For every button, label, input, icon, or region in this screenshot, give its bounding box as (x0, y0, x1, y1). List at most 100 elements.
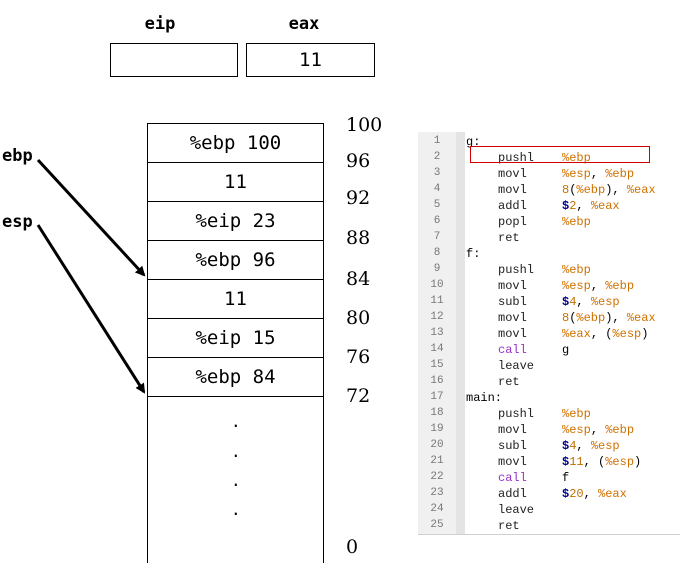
line-number: 23 (430, 487, 444, 499)
address-label: 84 (346, 268, 371, 290)
code-instruction: leave (498, 503, 535, 517)
address-label: 76 (346, 346, 371, 368)
line-number: 20 (430, 439, 444, 451)
code-operands: %ebp (562, 263, 591, 277)
code-operands: $11, (%esp) (562, 455, 642, 469)
code-operands: %esp, %ebp (562, 167, 635, 181)
stack-cell: %ebp 100 (148, 124, 323, 163)
code-operands: %ebp (562, 407, 591, 421)
stack-cell: %ebp 96 (148, 241, 323, 280)
code-instruction: movl (498, 183, 527, 197)
ebp-arrow (36, 158, 146, 277)
code-line: main: (466, 391, 502, 405)
address-label: 96 (346, 150, 371, 172)
code-operands: %ebp (562, 151, 591, 165)
stack-frame: %ebp 100 11 %eip 23 %ebp 96 11 %eip 15 %… (147, 123, 324, 563)
code-instruction: movl (498, 327, 527, 341)
address-label: 80 (346, 307, 371, 329)
line-number: 19 (430, 423, 444, 435)
ellipsis-dot: . (231, 500, 241, 519)
eax-register-box: 11 (246, 43, 375, 77)
line-number: 11 (430, 295, 444, 307)
code-line: addl $20, %eax (498, 487, 627, 501)
code-operands: g (562, 343, 570, 357)
code-instruction: pushl (498, 263, 535, 277)
code-instruction: subl (498, 439, 527, 453)
code-line: f: (466, 247, 480, 261)
code-line: popl %ebp (498, 215, 591, 229)
line-number: 10 (430, 279, 444, 291)
code-line: g: (466, 135, 480, 149)
ellipsis-dot: . (231, 412, 241, 431)
esp-pointer-label: esp (2, 212, 33, 232)
stack-cell: 11 (148, 163, 323, 202)
code-instruction: movl (498, 455, 527, 469)
code-line: call g (498, 343, 569, 357)
line-number: 25 (430, 519, 444, 531)
code-line: subl$4, %esp (498, 295, 620, 309)
code-line: addl $2, %eax (498, 199, 620, 213)
line-number: 6 (433, 215, 441, 227)
code-operands: %esp, %ebp (562, 279, 635, 293)
code-line: movl%esp, %ebp (498, 167, 634, 181)
code-line: ret (498, 231, 562, 245)
code-instruction: addl (498, 199, 527, 213)
code-operands: %ebp (562, 215, 591, 229)
line-number: 22 (430, 471, 444, 483)
line-number: 12 (430, 311, 444, 323)
address-label: 72 (346, 385, 371, 407)
ellipsis-dot: . (231, 471, 241, 490)
code-line: leave (498, 359, 562, 373)
code-line: subl $4, %esp (498, 439, 620, 453)
code-operands: $20, %eax (562, 487, 627, 501)
line-number: 17 (430, 391, 444, 403)
code-instruction: movl (498, 423, 527, 437)
line-number: 21 (430, 455, 444, 467)
stack-cell: %ebp 84 (148, 358, 323, 397)
code-instruction: call (498, 343, 527, 357)
code-instruction: ret (498, 519, 520, 533)
code-instruction: movl (498, 279, 527, 293)
code-line: ret (498, 375, 562, 389)
current-line-highlight (470, 146, 650, 163)
code-line: movl%eax, (%esp) (498, 327, 648, 341)
code-instruction: addl (498, 487, 527, 501)
line-number: 16 (430, 375, 444, 387)
line-number: 2 (433, 151, 441, 163)
code-operands: $4, %esp (562, 439, 620, 453)
code-line: pushl %ebp (498, 263, 591, 277)
code-line: pushl %ebp (498, 407, 591, 421)
stack-cell: %eip 15 (148, 319, 323, 358)
address-label: 88 (346, 227, 371, 249)
line-number: 4 (433, 183, 441, 195)
code-operands: $2, %eax (562, 199, 620, 213)
code-instruction: pushl (498, 151, 535, 165)
code-line: movl%esp, %ebp (498, 423, 634, 437)
stack-cell: %eip 23 (148, 202, 323, 241)
code-instruction: subl (498, 295, 527, 309)
code-instruction: popl (498, 215, 527, 229)
code-instruction: pushl (498, 407, 535, 421)
line-number: 24 (430, 503, 444, 515)
esp-arrow (36, 224, 146, 394)
code-label: main: (466, 391, 503, 405)
address-label: 100 (346, 114, 383, 136)
code-instruction: call (498, 471, 527, 485)
stack-cell: 11 (148, 280, 323, 319)
line-number: 9 (433, 263, 441, 275)
code-label: g: (466, 135, 481, 149)
code-line: call f (498, 471, 569, 485)
line-number: 5 (433, 199, 441, 211)
line-number: 7 (433, 231, 441, 243)
code-line: movl %esp, %ebp (498, 279, 634, 293)
line-number: 15 (430, 359, 444, 371)
address-label: 92 (346, 187, 371, 209)
code-instruction: ret (498, 375, 520, 389)
code-operands: f (562, 471, 570, 485)
code-line: ret (498, 519, 562, 533)
